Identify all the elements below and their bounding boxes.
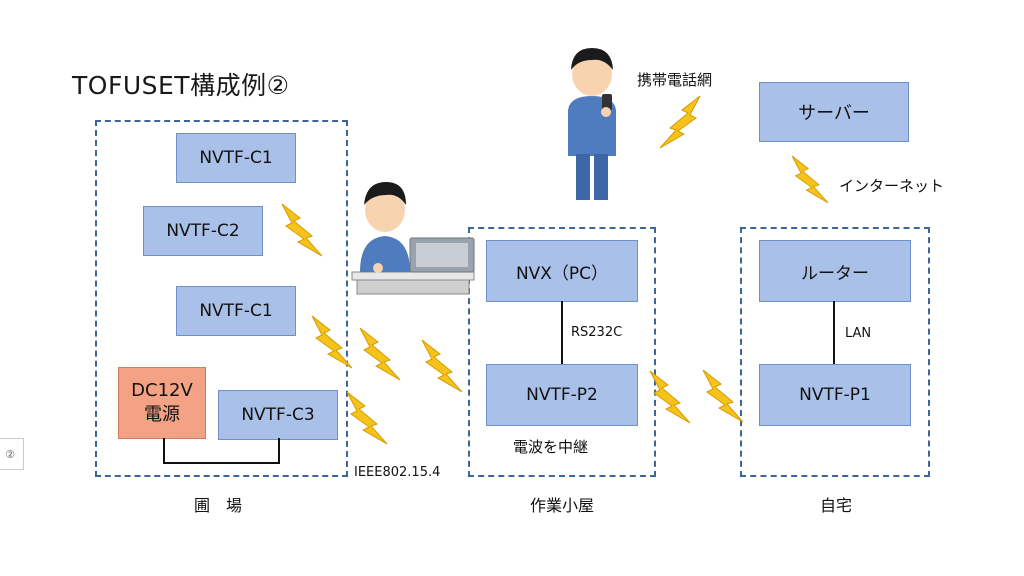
power-wire-right [278, 438, 280, 464]
mobile-network-label: 携帯電話網 [637, 71, 713, 89]
bolt-mobile [659, 95, 701, 149]
workshop-label: 作業小屋 [530, 496, 595, 515]
node-nvtf-p1: NVTF-P1 [759, 364, 911, 426]
workshop-group [468, 227, 656, 477]
field-label: 圃 場 [194, 496, 243, 515]
bolt-relay-1 [359, 327, 401, 381]
bolt-c1 [311, 315, 353, 369]
relay-note: 電波を中継 [513, 438, 589, 456]
node-nvtf-p2: NVTF-P2 [486, 364, 638, 426]
power-line-1: DC12V [131, 379, 193, 401]
node-router: ルーター [759, 240, 911, 302]
bolt-p2-2 [702, 369, 744, 423]
node-nvtf-c1-mid: NVTF-C1 [176, 286, 296, 336]
power-wire-bottom [163, 462, 280, 464]
node-nvtf-c1-top: NVTF-C1 [176, 133, 296, 183]
ieee-label: IEEE802.15.4 [354, 465, 441, 480]
bolt-c2 [281, 203, 323, 257]
slide-marker: ② [0, 438, 24, 470]
power-supply-box: DC12V 電源 [118, 367, 206, 439]
internet-label: インターネット [839, 177, 945, 195]
rs232c-line [561, 301, 563, 364]
page-title: TOFUSET構成例② [72, 71, 290, 100]
home-group [740, 227, 930, 477]
lan-line [833, 301, 835, 364]
field-group [95, 120, 348, 477]
worker-phone-illustration [568, 48, 616, 200]
bolt-p2-1 [649, 370, 691, 424]
power-wire-left [163, 438, 165, 464]
node-nvx-pc: NVX（PC） [486, 240, 638, 302]
power-line-2: 電源 [144, 404, 180, 425]
bolt-internet [791, 155, 829, 204]
rs232c-label: RS232C [571, 325, 623, 340]
bolt-relay-2 [421, 339, 463, 393]
lan-label: LAN [845, 326, 872, 341]
worker-laptop-illustration [351, 182, 475, 295]
node-nvtf-c3: NVTF-C3 [218, 390, 338, 440]
bolt-c3 [346, 391, 388, 445]
node-nvtf-c2: NVTF-C2 [143, 206, 263, 256]
home-label: 自宅 [820, 496, 853, 515]
server-box: サーバー [759, 82, 909, 142]
